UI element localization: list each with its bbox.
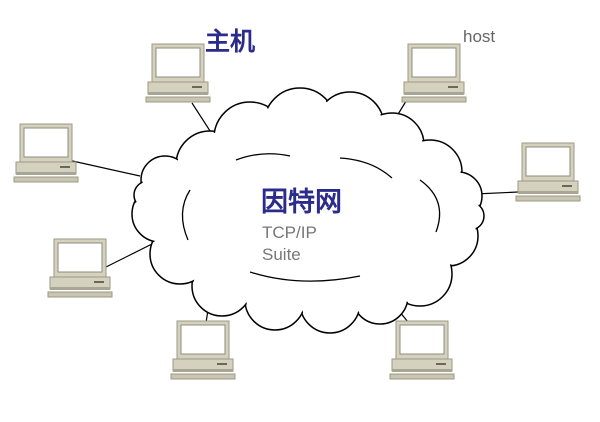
computer-right	[515, 142, 581, 202]
protocol-label: TCP/IP Suite	[262, 222, 317, 266]
computer-left-lower	[47, 238, 113, 298]
protocol-line-1: TCP/IP	[262, 223, 317, 242]
link-top-left	[191, 102, 213, 135]
host-label-english: host	[463, 27, 496, 46]
protocol-line-2: Suite	[262, 245, 301, 264]
computer-top-right	[401, 43, 467, 103]
host-label-chinese: 主机	[205, 27, 256, 56]
computer-left-upper	[13, 123, 79, 183]
link-left-upper	[67, 159, 141, 177]
computer-bottom-left	[170, 320, 236, 380]
internet-cloud	[131, 87, 485, 334]
link-left-lower	[99, 239, 161, 271]
computer-bottom-right	[389, 320, 455, 380]
internet-label: 因特网	[261, 187, 342, 218]
computer-top-left	[145, 43, 211, 103]
